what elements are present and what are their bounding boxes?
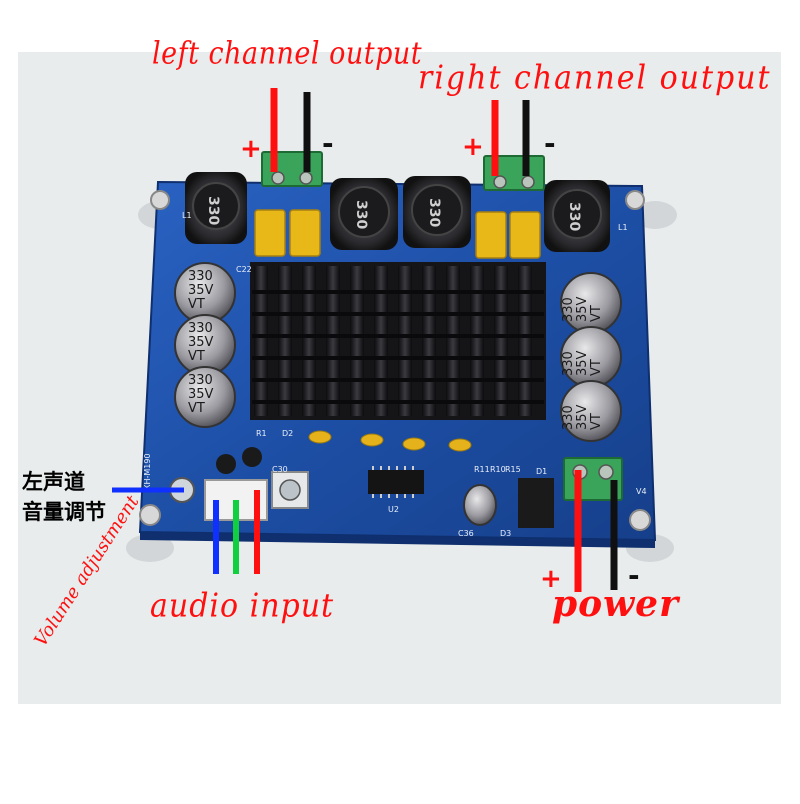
pcb-edge (140, 532, 655, 548)
heatsink-fin (326, 266, 340, 416)
heatsink-slot (252, 290, 544, 294)
right-channel-output-label: right channel output (418, 58, 772, 98)
left-output-plus-sign: + (240, 134, 262, 164)
silk-r1: R1 (256, 429, 267, 438)
cap-l2-a: 330 (188, 321, 213, 336)
silk-l1: L1 (182, 211, 192, 220)
volume-adjust-cn-label: 音量调节 (22, 500, 106, 524)
heatsink-fin (278, 266, 292, 416)
cap-r3-a: VT (589, 413, 604, 430)
small-capacitor (463, 484, 497, 526)
electrolytic-capacitors-left (174, 262, 236, 428)
heatsink-fin (254, 266, 268, 416)
cap-r1-c: 330 (561, 297, 576, 322)
cap-l3-c: VT (188, 401, 205, 416)
heatsink-fin (350, 266, 364, 416)
cap-r1-a: VT (589, 305, 604, 322)
diode-d1 (518, 478, 554, 528)
heatsink-slot (252, 334, 544, 338)
cap-r3-c: 330 (561, 405, 576, 430)
silk-r11: R11 (474, 465, 490, 474)
silk-model: XH-M190 (143, 453, 152, 490)
inductor-label-2: 330 (353, 200, 369, 229)
silk-d2: D2 (282, 429, 293, 438)
inductor-label-1: 330 (205, 196, 221, 225)
cap-l2-c: VT (188, 349, 205, 364)
cap-r2-b: 35V (575, 350, 590, 376)
heatsink-slot (252, 312, 544, 316)
heatsink-slot (252, 378, 544, 382)
heatsink-fin (398, 266, 412, 416)
silk-r10: R10 (490, 465, 506, 474)
film-capacitors (254, 209, 541, 259)
right-output-plus-sign: + (462, 132, 484, 162)
power-plus-sign: + (540, 564, 562, 594)
inductor-label-4: 330 (566, 202, 582, 231)
silk-c30: C30 (272, 465, 288, 474)
audio-input-label: audio input (150, 586, 335, 626)
silk-d1: D1 (536, 467, 547, 476)
left-output-minus-sign: - (322, 127, 334, 160)
right-output-minus-sign: - (544, 127, 556, 160)
mounting-holes (139, 190, 651, 531)
heatsink-fin (518, 266, 532, 416)
heatsink-fins (252, 266, 544, 416)
left-channel-output-label: left channel output (152, 35, 423, 72)
cap-r2-c: 330 (561, 351, 576, 376)
cap-r3-b: 35V (575, 404, 590, 430)
heatsink-fin (302, 266, 316, 416)
heatsink-fin (446, 266, 460, 416)
ic-chip (368, 470, 424, 494)
heatsink-fin (470, 266, 484, 416)
silk-c22: C22 (236, 265, 252, 274)
cap-l3-b: 35V (188, 387, 214, 402)
silk-l1-right: L1 (618, 223, 628, 232)
left-channel-cn-label: 左声道 (22, 470, 85, 494)
silk-c36: C36 (458, 529, 474, 538)
input-caps (216, 447, 262, 474)
cap-l2-b: 35V (188, 335, 214, 350)
cap-l1-a: 330 (188, 269, 213, 284)
silk-r15: R15 (505, 465, 521, 474)
silk-d3: D3 (500, 529, 511, 538)
electrolytic-capacitors-right (560, 272, 622, 442)
heatsink-fin (374, 266, 388, 416)
inductor-label-3: 330 (426, 198, 442, 227)
power-minus-sign: - (628, 559, 640, 592)
cap-l1-b: 35V (188, 283, 214, 298)
cap-r2-a: VT (589, 359, 604, 376)
heatsink-slot (252, 400, 544, 404)
heatsink-fin (494, 266, 508, 416)
silk-u2: U2 (388, 505, 399, 514)
silk-v4: V4 (636, 487, 647, 496)
cap-l3-a: 330 (188, 373, 213, 388)
heatsink-slot (252, 356, 544, 360)
cap-r1-b: 35V (575, 296, 590, 322)
cap-l1-c: VT (188, 297, 205, 312)
ceramic-capacitors (308, 430, 472, 452)
power-label: power (552, 583, 680, 625)
inductors (185, 172, 610, 252)
heatsink-fin (422, 266, 436, 416)
